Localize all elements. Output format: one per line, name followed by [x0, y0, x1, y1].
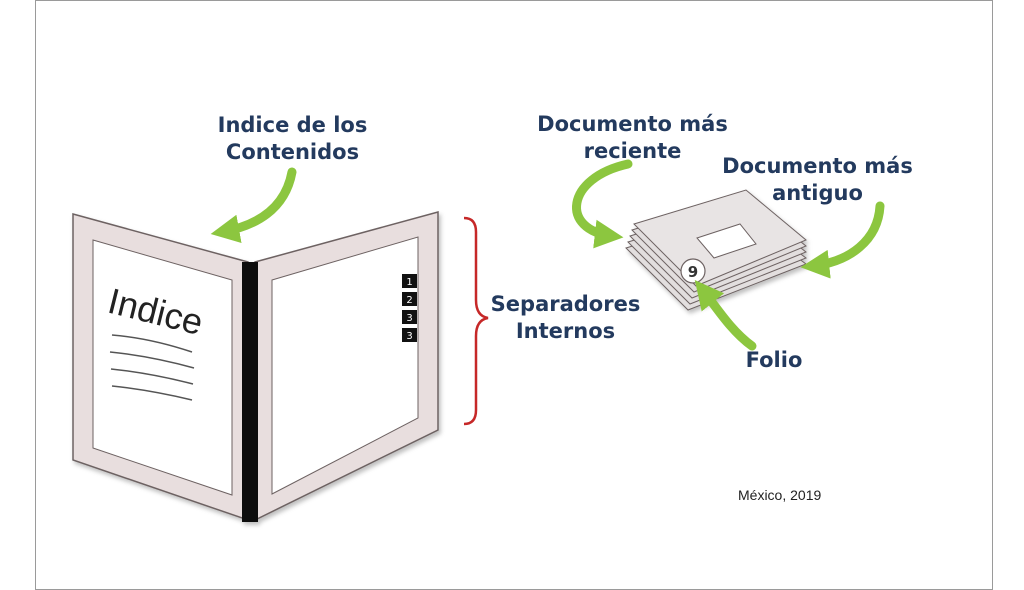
arrow-to-oldest — [800, 201, 885, 279]
credit-text: México, 2019 — [738, 487, 822, 503]
binder-tabs: 1 2 3 3 — [402, 274, 417, 342]
binder-spine — [242, 262, 258, 522]
binder-tab[interactable]: 3 — [402, 328, 417, 342]
label-oldest-document: Documento más antiguo — [722, 154, 913, 205]
arrow-to-folio — [694, 280, 757, 351]
dividers-bracket — [463, 216, 489, 426]
label-internal-dividers: Separadores Internos — [490, 292, 641, 343]
binder-tab-label: 3 — [406, 331, 412, 342]
binder-illustration — [72, 211, 439, 522]
callout-arrows — [210, 159, 885, 351]
binder-tab-label: 2 — [406, 295, 412, 306]
folio-circle — [680, 258, 706, 284]
binder-tab[interactable]: 2 — [402, 292, 417, 306]
document-window — [696, 223, 757, 259]
binder-text-lines — [109, 334, 195, 401]
document-stack — [625, 189, 808, 311]
binder-left-page-inner — [92, 239, 233, 496]
binder-tab-label: 3 — [406, 313, 412, 324]
label-index-contents: Indice de los Contenidos — [217, 113, 368, 164]
label-newest-document: Documento más reciente — [537, 112, 728, 163]
binder-tab[interactable]: 1 — [402, 274, 417, 288]
folio-number: 9 — [688, 263, 698, 281]
arrow-to-newest — [572, 159, 633, 249]
binder-right-page-inner — [271, 236, 419, 495]
arrow-to-index — [210, 167, 297, 244]
binder-tab-label: 1 — [406, 277, 412, 288]
diagram-canvas: Indice 1 2 3 3 9 — [72, 159, 885, 522]
binder-tab[interactable]: 3 — [402, 310, 417, 324]
label-folio: Folio — [745, 348, 803, 372]
